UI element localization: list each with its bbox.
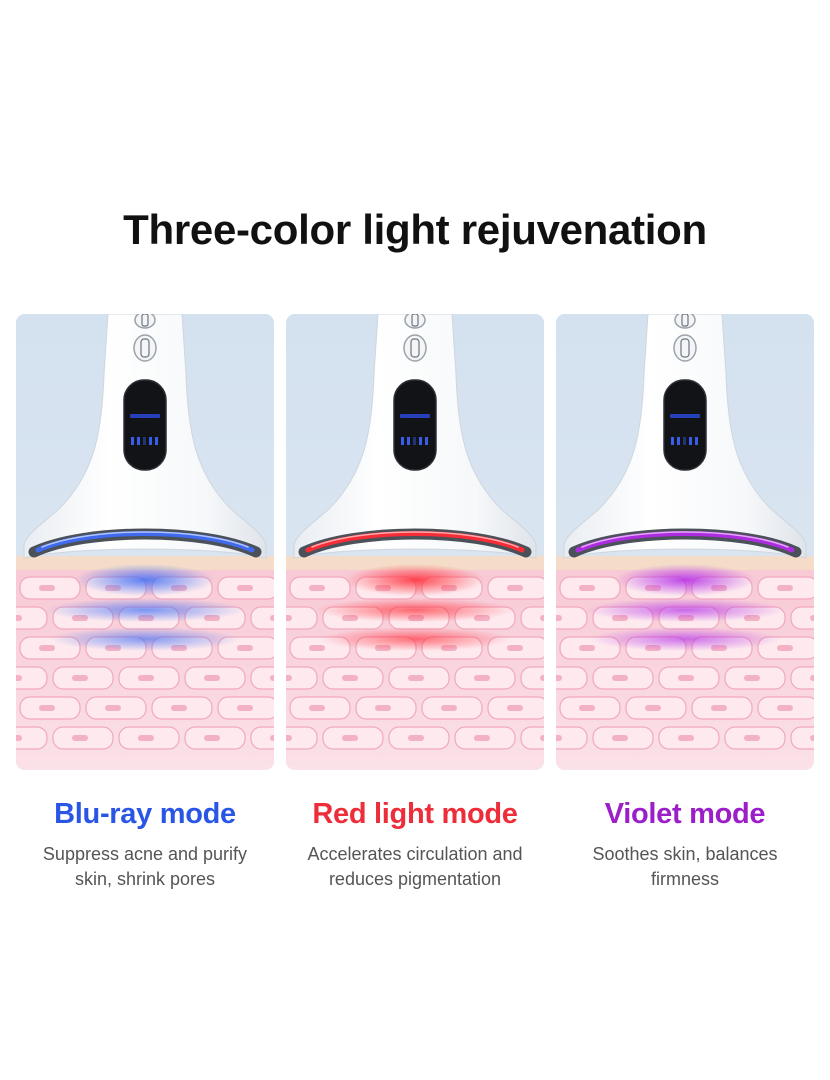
red-mode-description: Accelerates circulation and reduces pigm… <box>286 842 544 892</box>
red-mode-illustration <box>286 314 544 770</box>
violet-light-device-icon <box>556 314 814 770</box>
red-mode-desc-line1: Accelerates circulation and <box>307 844 523 864</box>
page-title: Three-color light rejuvenation <box>123 206 707 253</box>
blue-mode-desc-line1: Suppress acne and purify <box>42 844 248 864</box>
blue-mode-title: Blu-ray mode <box>54 798 236 830</box>
red-mode-title: Red light mode <box>312 798 518 830</box>
blue-mode-illustration <box>16 314 274 770</box>
blue-mode-description: Suppress acne and purify skin, shrink po… <box>16 842 274 892</box>
violet-mode-description: Soothes skin, balances firmness <box>556 842 814 892</box>
violet-mode-desc-line1: Soothes skin, balances <box>592 844 778 864</box>
red-mode-desc-line2: reduces pigmentation <box>328 869 502 889</box>
blue-mode-desc-line2: skin, shrink pores <box>74 869 216 889</box>
violet-mode-desc-line2: firmness <box>650 869 719 889</box>
red-light-device-icon <box>286 314 544 770</box>
violet-mode-title: Violet mode <box>604 798 766 830</box>
violet-mode-illustration <box>556 314 814 770</box>
blue-light-device-icon <box>16 314 274 770</box>
